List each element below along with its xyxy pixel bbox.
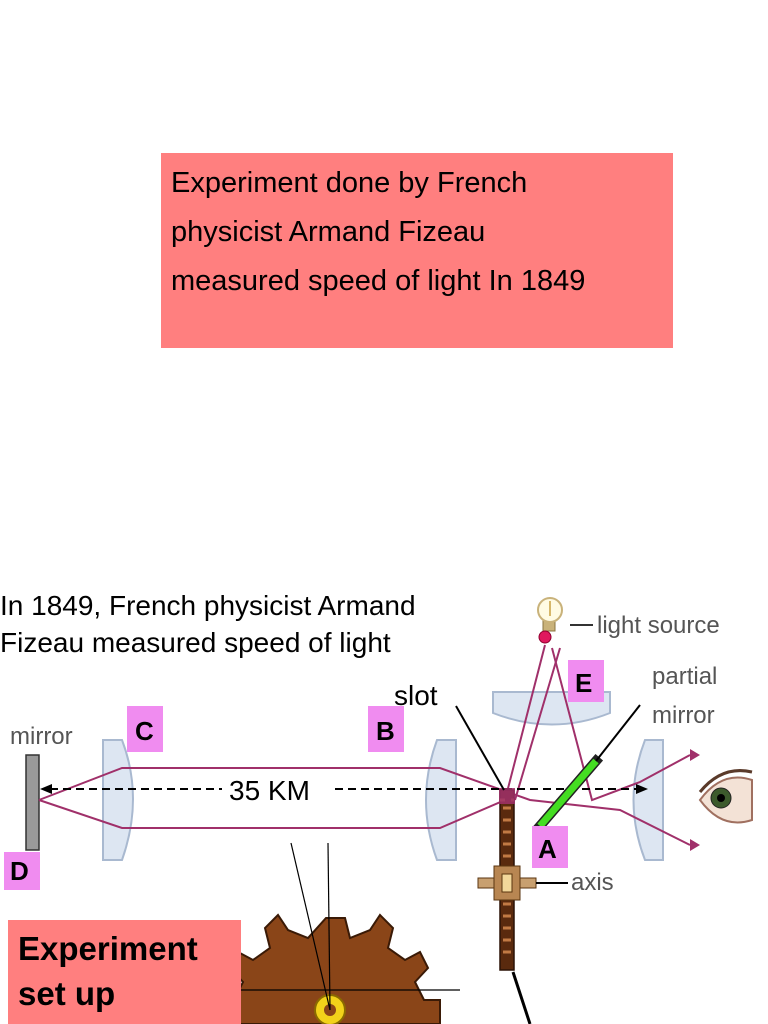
title-line-1: Experiment done by French [171, 167, 528, 199]
partial-mirror-label-2: mirror [652, 702, 715, 729]
tag-a-text: A [538, 834, 557, 864]
eyepiece-lens [632, 739, 664, 861]
distance-line [40, 784, 648, 794]
light-beams [38, 644, 700, 851]
title-box: Experiment done by French physicist Arma… [161, 153, 673, 348]
title-line-3: measured speed of light In 1849 [171, 265, 586, 297]
tag-b: B [368, 706, 404, 752]
cog-wheel [214, 913, 441, 1024]
intro-line-2: Fizeau measured speed of light [0, 627, 391, 658]
far-mirror [25, 754, 40, 851]
tag-e-text: E [575, 668, 592, 698]
slot-label: slot [394, 680, 438, 711]
partial-mirror-label-1: partial [652, 663, 717, 690]
distance-label-bg [222, 770, 334, 804]
eye-icon [698, 769, 753, 824]
partial-mirror-leader [595, 704, 641, 762]
tag-e: E [568, 660, 604, 702]
axle [477, 865, 568, 901]
tag-c-text: C [135, 716, 154, 746]
tag-c: C [127, 706, 163, 752]
light-bulb-icon [537, 597, 563, 644]
setup-line-2: set up [18, 975, 116, 1012]
tag-b-text: B [376, 716, 395, 746]
distance-label: 35 KM [229, 775, 310, 806]
lens-b [425, 739, 457, 861]
mirror-label: mirror [10, 723, 73, 750]
axis-label: axis [571, 869, 614, 896]
intro-line-1: In 1849, French physicist Armand [0, 590, 416, 621]
slot-leader [455, 705, 505, 791]
tag-d: D [4, 852, 40, 890]
lens-c [102, 739, 134, 861]
tag-a: A [532, 826, 568, 868]
wheel-drive-shaft [511, 971, 532, 1024]
tag-d-text: D [10, 856, 29, 886]
setup-box: Experiment set up [8, 920, 241, 1024]
setup-line-1: Experiment [18, 930, 198, 967]
title-line-2: physicist Armand Fizeau [171, 216, 486, 248]
cog-guide-lines [225, 842, 460, 1011]
light-source-label: light source [597, 612, 720, 639]
fizeau-diagram: light source mirror 35 KM partial mirror [4, 597, 753, 1024]
